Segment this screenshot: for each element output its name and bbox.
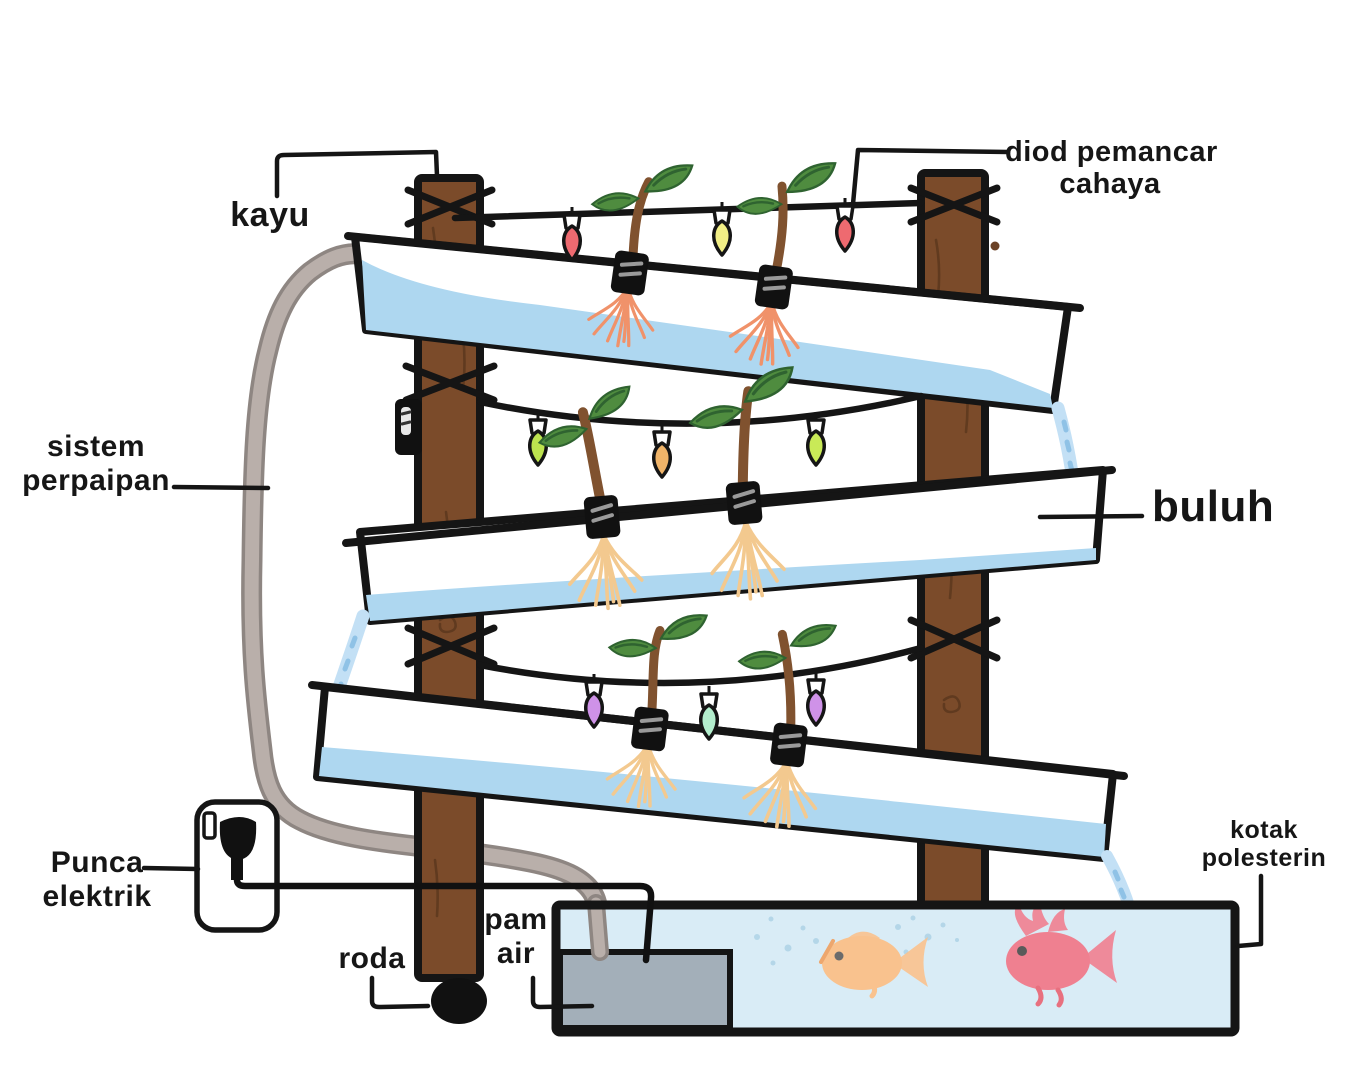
power-cord	[233, 858, 655, 964]
label-roda: roda	[338, 942, 406, 975]
plant-clip	[581, 492, 623, 542]
label-kotak-polesterin: kotak polesterin	[1201, 816, 1327, 872]
label-punca-elektrik: Punca elektrik	[42, 846, 152, 913]
led-light-icon	[834, 196, 856, 253]
led-light-icon	[583, 672, 605, 729]
power-socket	[194, 799, 655, 964]
wheel	[431, 978, 487, 1024]
led-wire-top	[451, 196, 925, 262]
label-kayu-text: kayu	[230, 196, 310, 234]
plant-clip	[608, 247, 652, 299]
led-light-icon	[561, 205, 583, 262]
pointer-pam	[530, 975, 595, 1010]
led-wire-bottom	[476, 644, 925, 741]
seedling	[602, 612, 711, 813]
label-sistem-perpaipan: sistem perpaipan	[22, 430, 170, 497]
seedling	[737, 622, 839, 833]
plant-clip	[723, 478, 765, 528]
label-diod-pemancar-cahaya: diod pemancar cahaya	[1005, 136, 1218, 201]
channel-rail	[308, 681, 1128, 780]
water-pump	[557, 949, 733, 1031]
channel-rail	[344, 232, 1084, 312]
plug-icon	[219, 817, 257, 860]
plant-clip	[752, 261, 796, 313]
pointer-buluh	[1037, 513, 1145, 520]
led-light-icon	[698, 684, 720, 741]
led-light-icon	[651, 422, 673, 479]
label-buluh: buluh	[1152, 482, 1275, 531]
control-box	[395, 399, 422, 455]
fish-orange	[819, 931, 928, 999]
seedling	[537, 383, 646, 614]
led-light-icon	[711, 200, 733, 257]
label-kayu: kayu	[205, 196, 335, 234]
led-light-icon	[805, 670, 827, 727]
pointer-sistem	[171, 484, 271, 491]
led-light-icon	[805, 410, 827, 467]
lashing-x-marks	[907, 184, 1001, 662]
label-pointers	[141, 147, 1264, 1010]
pointer-diod	[850, 147, 1011, 207]
seedling	[584, 162, 697, 352]
tank-border	[551, 900, 1240, 1037]
ink-dot	[990, 241, 1000, 251]
pointer-roda	[369, 975, 431, 1010]
plant-clip	[628, 704, 672, 754]
seedling	[725, 159, 841, 371]
pointer-kayu	[274, 149, 440, 199]
plant-clip	[767, 720, 811, 770]
waterfall-bottom-to-tank	[1101, 850, 1135, 912]
seedling	[687, 363, 801, 604]
pointer-kotak	[1235, 873, 1264, 949]
fish-pink	[1006, 903, 1117, 1008]
pointer-punca	[141, 865, 201, 872]
grow-channel-top	[344, 232, 1084, 414]
fish-tank	[551, 894, 1240, 1037]
label-pam-air: pam air	[484, 903, 548, 970]
